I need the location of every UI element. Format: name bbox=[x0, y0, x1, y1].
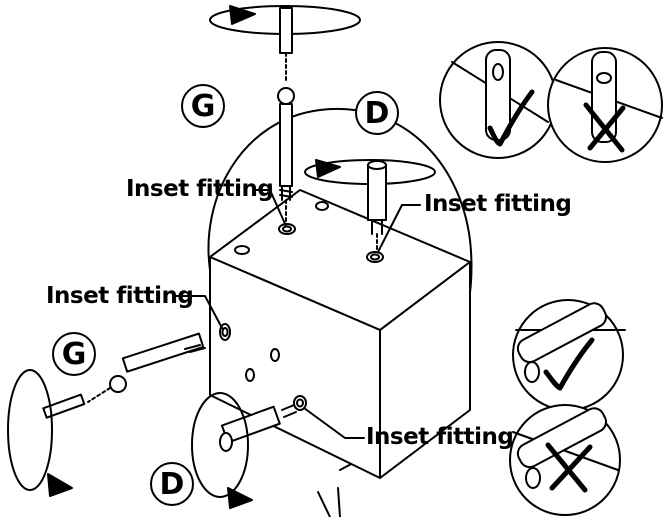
leader-left bbox=[174, 295, 223, 329]
label-inset-fitting-left: Inset fitting bbox=[46, 283, 194, 309]
bottom-d-assembly bbox=[191, 392, 297, 509]
front-hole bbox=[270, 348, 280, 362]
rotate-arrow-icon bbox=[7, 369, 53, 491]
top-d-assembly bbox=[304, 159, 436, 251]
inset-fitting-bottom-mark bbox=[293, 395, 307, 411]
leader-top-left bbox=[253, 189, 287, 227]
top-right-cross-circle bbox=[547, 47, 663, 163]
leader-bottom bbox=[303, 407, 365, 439]
top-right-check-circle bbox=[439, 41, 557, 159]
label-inset-fitting-bottom: Inset fitting bbox=[366, 424, 514, 450]
bottom-right-cross-circle bbox=[509, 404, 621, 516]
left-g-assembly bbox=[7, 332, 206, 497]
inset-fitting-top-right-mark bbox=[366, 251, 384, 263]
check-mark-icon bbox=[487, 89, 535, 147]
label-inset-fitting-top-right: Inset fitting bbox=[424, 191, 572, 217]
front-hole bbox=[245, 368, 255, 382]
rotate-arrow-icon bbox=[191, 392, 249, 498]
cross-mark-icon bbox=[583, 102, 626, 153]
inset-fitting-top-left-mark bbox=[278, 223, 296, 235]
cabinet-block bbox=[209, 189, 471, 479]
front-hole bbox=[219, 323, 231, 341]
top-hole bbox=[315, 201, 329, 211]
check-mark-icon bbox=[543, 337, 595, 391]
badge-d-bottom: D bbox=[150, 462, 194, 506]
cross-mark-icon bbox=[545, 442, 593, 493]
stand-legs bbox=[317, 487, 341, 517]
bottom-right-check-circle bbox=[512, 299, 626, 411]
top-g-assembly bbox=[209, 5, 361, 223]
badge-g-left: G bbox=[52, 332, 96, 376]
badge-g-top: G bbox=[181, 84, 225, 128]
label-inset-fitting-top-left: Inset fitting bbox=[126, 176, 274, 202]
badge-d-top: D bbox=[355, 91, 399, 135]
top-hole bbox=[234, 245, 250, 255]
leader-top-right bbox=[377, 204, 421, 253]
